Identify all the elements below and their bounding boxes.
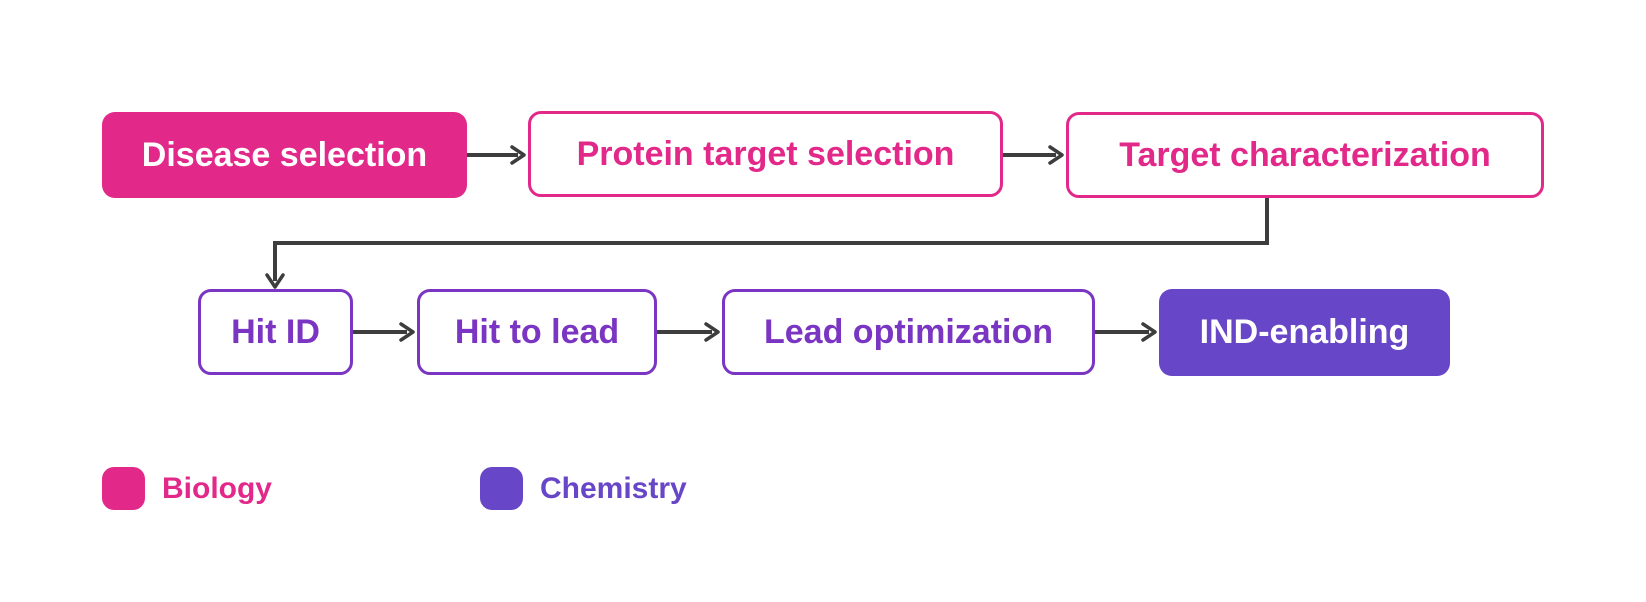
arrowhead-hittolead-to-leadopt [704, 322, 720, 342]
node-disease-selection: Disease selection [102, 112, 467, 198]
legend-label-biology: Biology [162, 471, 272, 505]
connector-target-to-hitid [273, 198, 1269, 281]
biology-swatch [102, 467, 145, 510]
node-ind-enabling: IND-enabling [1159, 289, 1450, 376]
arrowhead-leadopt-to-ind [1141, 322, 1157, 342]
legend-item-chemistry: Chemistry [480, 467, 687, 510]
chemistry-swatch [480, 467, 523, 510]
legend: Biology Chemistry [102, 467, 687, 510]
node-hit-id: Hit ID [198, 289, 353, 375]
arrowhead-target-to-hitid [265, 273, 285, 289]
arrowhead-hitid-to-hittolead [399, 322, 415, 342]
arrowhead-protein-to-target [1048, 145, 1064, 165]
node-hit-to-lead: Hit to lead [417, 289, 657, 375]
node-target-characterization: Target characterization [1066, 112, 1544, 198]
node-protein-target-selection: Protein target selection [528, 111, 1003, 197]
node-lead-optimization: Lead optimization [722, 289, 1095, 375]
arrowhead-disease-to-protein [510, 145, 526, 165]
legend-label-chemistry: Chemistry [540, 471, 687, 505]
legend-item-biology: Biology [102, 467, 272, 510]
